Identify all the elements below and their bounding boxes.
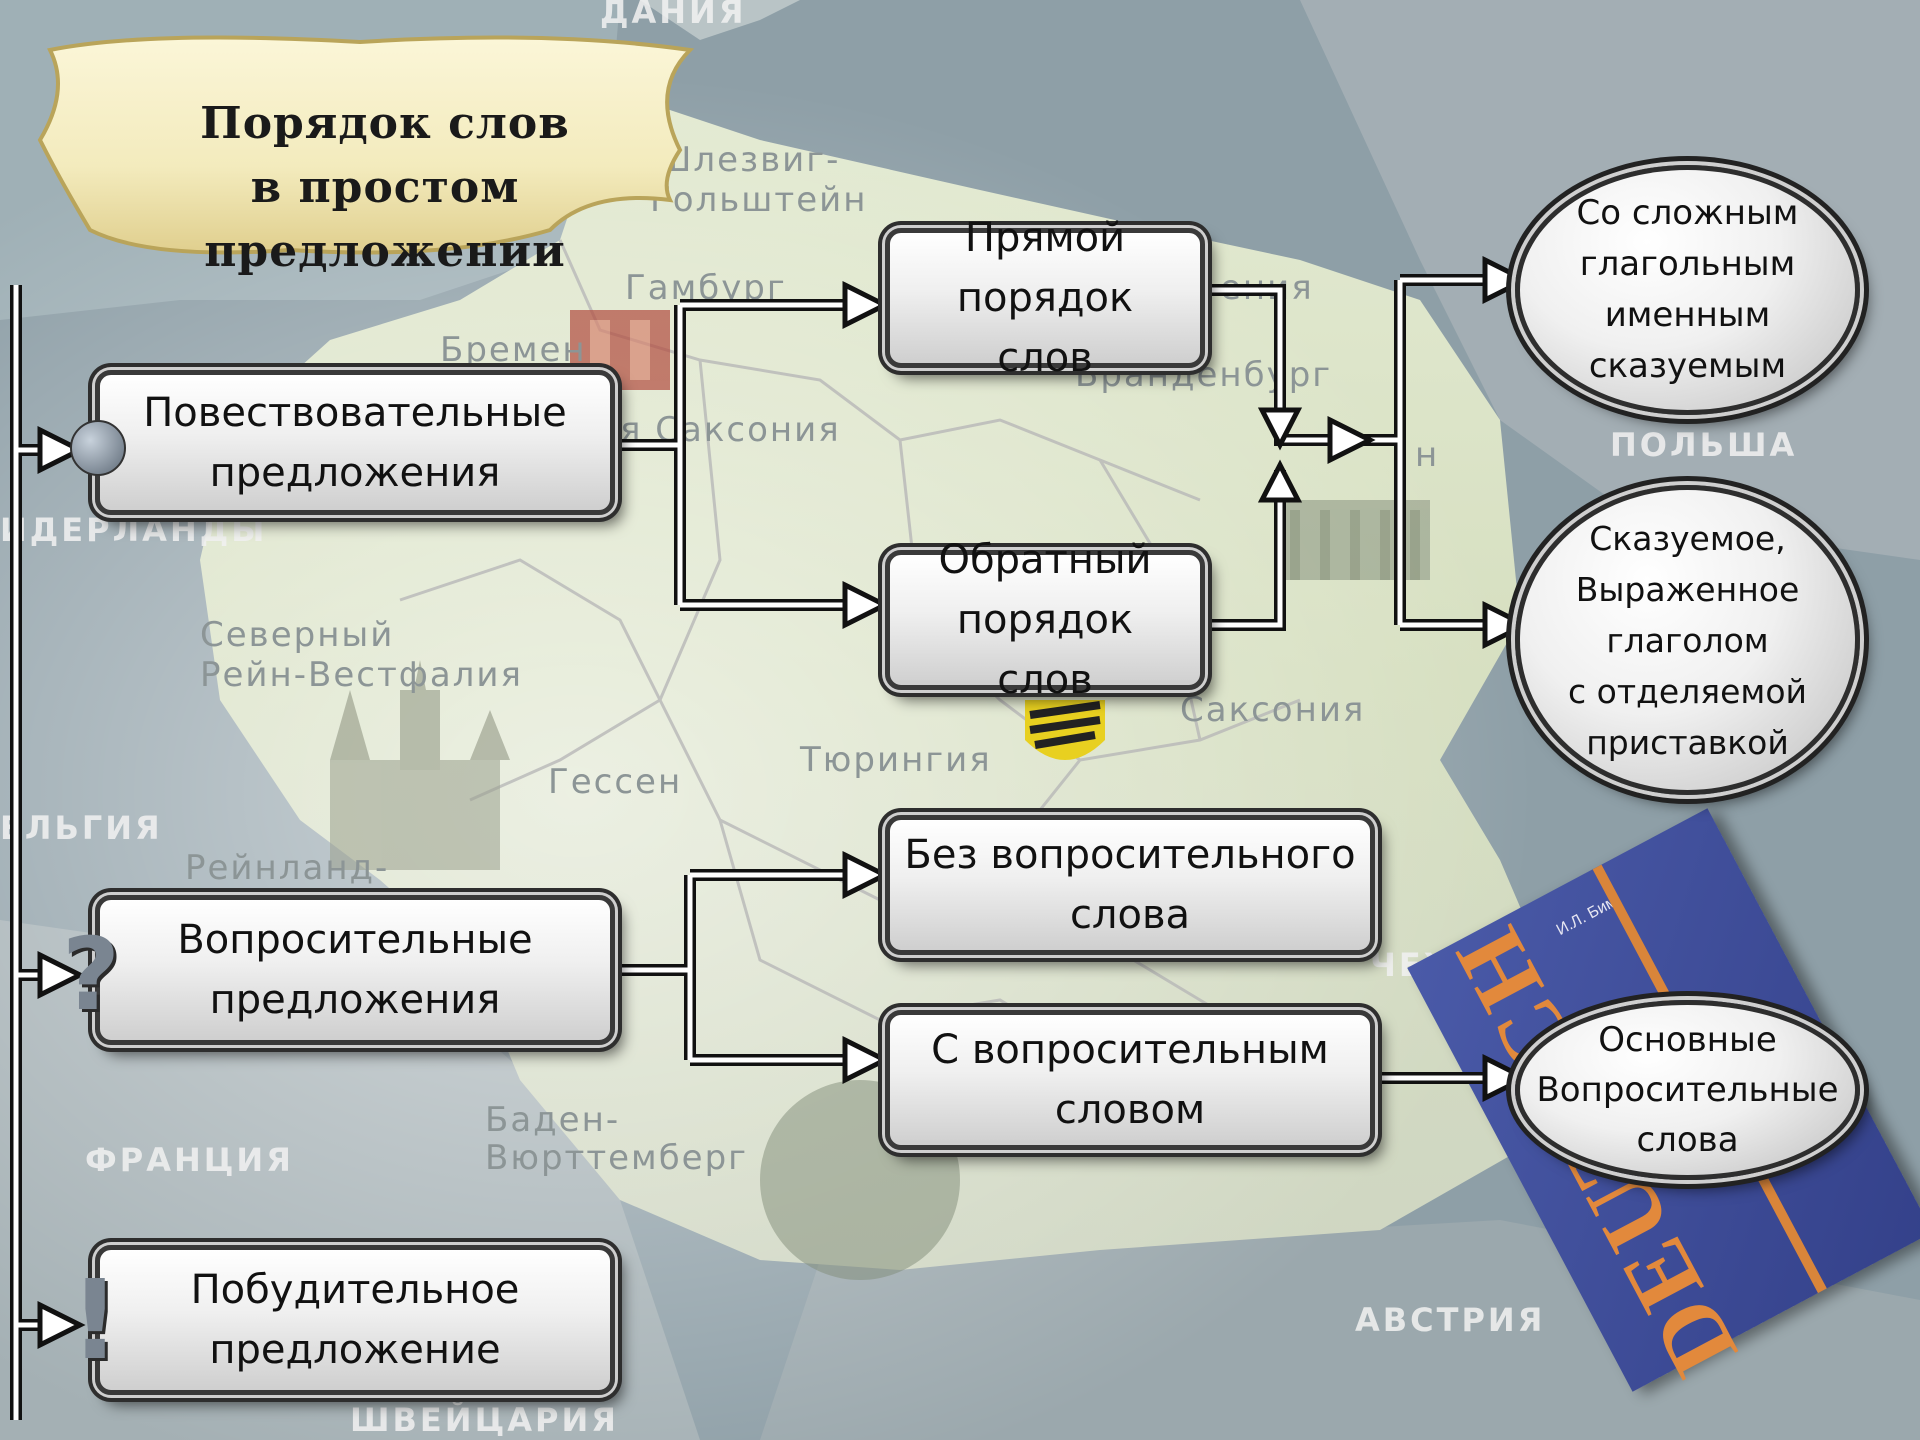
- castle-illustration: [330, 660, 510, 870]
- bullet-circle-icon: [70, 420, 126, 476]
- node-inverted-line-1: Обратный: [938, 537, 1152, 583]
- oval-separable-line-2: Выраженное: [1575, 569, 1800, 609]
- oval-main-question-words: Основные Вопросительные слова: [1515, 1000, 1860, 1180]
- map-label-baden-2: Вюрттемберг: [485, 1138, 749, 1178]
- map-label-bremen: Бремен: [440, 330, 587, 370]
- map-label-saxony: Саксония: [1180, 690, 1366, 730]
- exclamation-mark-icon: !: [70, 1256, 121, 1384]
- oval-qwords-line-1: Основные: [1598, 1020, 1777, 1060]
- node-declarative-line-1: Повествовательные: [143, 389, 567, 436]
- parchment-scroll-icon: [37, 35, 695, 255]
- map-label-rhineland: Рейнланд-: [185, 848, 390, 888]
- node-interrogative-sentences: Вопросительные предложения: [95, 895, 615, 1045]
- node-direct-line-1: Прямой: [964, 215, 1126, 261]
- title-line-2: в простом предложении: [204, 162, 566, 277]
- map-label-denmark: ДАНИЯ: [600, 0, 747, 31]
- oval-separable-line-4: с отделяемой: [1568, 671, 1807, 711]
- node-direct-word-order: Прямой порядок слов: [885, 215, 1205, 381]
- node-interrogative-line-2: предложения: [209, 977, 501, 1023]
- saxony-coat-of-arms: [1025, 700, 1105, 760]
- map-label-austria: АВСТРИЯ: [1355, 1301, 1546, 1339]
- oval-separable-line-1: Сказуемое,: [1589, 518, 1786, 558]
- oval-qwords-line-2: Вопросительные: [1536, 1070, 1839, 1110]
- node-direct-line-2: порядок слов: [956, 275, 1134, 381]
- map-label-berlin: н: [1415, 435, 1440, 475]
- node-declarative-line-2: предложения: [209, 449, 501, 496]
- page-title: Порядок слов в простом предложении: [105, 92, 665, 284]
- map-label-netherlands: ИДЕРЛАНДЫ: [0, 511, 268, 549]
- title-banner: Порядок слов в простом предложении: [30, 30, 710, 277]
- node-no-qword-line-2: слова: [1069, 892, 1191, 938]
- oval-separable-line-5: приставкой: [1586, 722, 1789, 762]
- oval-separable-prefix-predicate: Сказуемое, Выраженное глаголом с отделяе…: [1515, 485, 1860, 795]
- map-label-nrw-2: Рейн-Вестфалия: [200, 655, 523, 695]
- node-with-qword-line-2: словом: [1054, 1087, 1206, 1133]
- node-imperative-line-1: Побудительное: [190, 1267, 520, 1313]
- map-label-nrw-1: Северный: [200, 615, 395, 655]
- oval-compound-line-2: глагольным: [1579, 244, 1796, 284]
- oval-separable-line-3: глаголом: [1606, 620, 1769, 660]
- node-without-question-word: Без вопросительного слова: [885, 815, 1375, 955]
- oval-compound-line-3: именным: [1604, 295, 1771, 335]
- node-imperative-sentence: Побудительное предложение: [95, 1245, 615, 1395]
- node-no-qword-line-1: Без вопросительного: [904, 832, 1356, 878]
- map-label-thuringia: Тюрингия: [800, 740, 992, 780]
- map-label-belgium: ЕЛЬГИЯ: [0, 809, 163, 847]
- title-line-1: Порядок слов: [200, 98, 570, 149]
- oval-compound-line-4: сказуемым: [1588, 346, 1787, 386]
- map-label-schleswig-1: Шлезвиг-: [655, 140, 841, 180]
- map-label-baden-1: Баден-: [485, 1100, 621, 1140]
- oval-compound-predicate: Со сложным глагольным именным сказуемым: [1515, 165, 1860, 415]
- question-mark-icon: ?: [62, 916, 121, 1033]
- map-label-switzerland: ШВЕЙЦАРИЯ: [350, 1401, 619, 1439]
- map-label-france: ФРАНЦИЯ: [85, 1141, 294, 1179]
- map-label-hesse: Гессен: [548, 762, 683, 802]
- map-label-poland: ПОЛЬША: [1610, 426, 1798, 464]
- node-imperative-line-2: предложение: [209, 1327, 501, 1373]
- node-with-qword-line-1: С вопросительным: [931, 1027, 1329, 1073]
- node-inverted-word-order: Обратный порядок слов: [885, 537, 1205, 703]
- node-declarative-sentences: Повествовательные предложения: [95, 370, 615, 515]
- map-label-schleswig-2: Гольштейн: [650, 180, 868, 220]
- node-with-question-word: С вопросительным словом: [885, 1010, 1375, 1150]
- node-interrogative-line-1: Вопросительные: [177, 917, 533, 963]
- oval-compound-line-1: Со сложным: [1576, 193, 1799, 233]
- oval-qwords-line-3: слова: [1636, 1120, 1739, 1160]
- node-inverted-line-2: порядок слов: [956, 597, 1134, 703]
